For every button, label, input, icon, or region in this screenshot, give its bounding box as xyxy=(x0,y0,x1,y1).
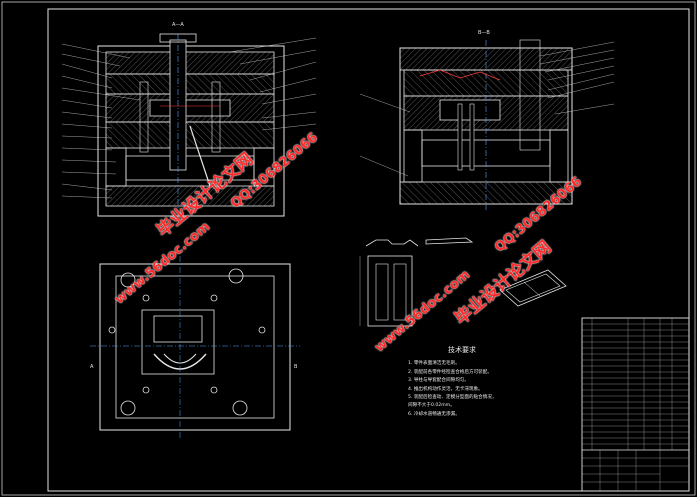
tech-line-3: 3. 导柱与导套配合间隙均匀。 xyxy=(408,378,469,384)
plan-view xyxy=(90,256,300,440)
title-block xyxy=(581,317,690,492)
part-detail-views xyxy=(359,237,567,327)
section-label-b: B—B xyxy=(478,30,490,36)
front-section-view xyxy=(61,33,317,217)
tech-line-2: 2. 装配前各零件经检查合格后方可装配。 xyxy=(408,369,492,375)
inner-border xyxy=(47,8,690,492)
tech-line-4: 4. 推出机构动作灵活，无卡滞现象。 xyxy=(408,386,483,392)
tech-line-6: 间隙不大于0.02mm。 xyxy=(408,403,455,409)
tech-requirements: 技术要求 1. 零件表面清洁无毛刺。 2. 装配前各零件经检查合格后方可装配。 … xyxy=(408,346,584,419)
side-section-view xyxy=(359,39,615,210)
section-label-a: A—A xyxy=(172,22,184,28)
tech-line-5: 5. 装配后检查动、定模分型面的贴合情况， xyxy=(408,395,497,401)
plan-label-b: B xyxy=(294,364,298,370)
plan-label-a: A xyxy=(90,364,94,370)
tech-line-1: 1. 零件表面清洁无毛刺。 xyxy=(408,361,460,367)
tech-line-7: 6. 冷却水道畅通无渗漏。 xyxy=(408,411,460,417)
tech-requirements-title: 技术要求 xyxy=(448,346,476,354)
